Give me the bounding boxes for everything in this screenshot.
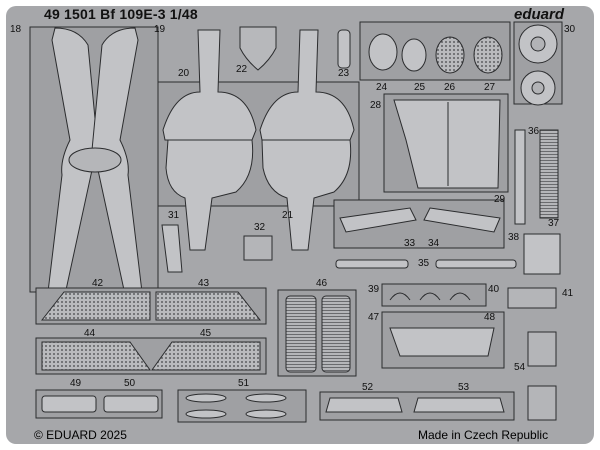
part-33 xyxy=(339,207,417,233)
part-label: 34 xyxy=(428,238,440,249)
copyright-text: © EDUARD 2025 xyxy=(34,428,127,442)
part-label: 40 xyxy=(488,284,500,295)
kit-title: 49 1501 Bf 109E-3 1/48 xyxy=(44,6,198,22)
part-39-40-frame xyxy=(381,283,487,307)
part-38 xyxy=(523,233,561,275)
part-35b xyxy=(435,259,517,269)
part-23 xyxy=(337,29,351,69)
part-42 xyxy=(40,291,151,321)
part-43 xyxy=(155,291,262,321)
part-label: 32 xyxy=(254,222,266,233)
part-45 xyxy=(151,341,261,371)
origin-text: Made in Czech Republic xyxy=(418,428,549,442)
part-label: 39 xyxy=(368,284,380,295)
part-label: 48 xyxy=(484,312,496,323)
part-label: 47 xyxy=(368,312,380,323)
part-label: 45 xyxy=(200,328,212,339)
part-47 xyxy=(389,327,495,357)
part-18-19-strap xyxy=(29,26,159,293)
part-label: 41 xyxy=(562,288,574,299)
part-label: 26 xyxy=(444,82,456,93)
part-label: 46 xyxy=(316,278,328,289)
part-label: 38 xyxy=(508,232,520,243)
part-label: 53 xyxy=(458,382,470,393)
part-label: 33 xyxy=(404,238,416,249)
part-54a xyxy=(527,331,557,367)
part-label: 29 xyxy=(494,194,506,205)
part-label: 52 xyxy=(362,382,374,393)
part-28 xyxy=(393,99,501,189)
part-label: 24 xyxy=(376,82,388,93)
part-label: 22 xyxy=(236,64,248,75)
part-22 xyxy=(239,26,277,71)
part-label: 37 xyxy=(548,218,560,229)
part-label: 28 xyxy=(370,100,382,111)
part-label: 31 xyxy=(168,210,180,221)
part-46b xyxy=(321,295,351,373)
part-36 xyxy=(514,129,526,225)
part-label: 23 xyxy=(338,68,350,79)
part-54b xyxy=(527,385,557,421)
part-34 xyxy=(423,207,501,233)
part-label: 42 xyxy=(92,278,104,289)
part-label: 36 xyxy=(528,126,540,137)
part-label: 35 xyxy=(418,258,430,269)
part-20-21-seat-panels xyxy=(157,29,360,251)
part-37 xyxy=(539,129,559,219)
part-label: 51 xyxy=(238,378,250,389)
part-31 xyxy=(161,224,183,273)
part-label: 30 xyxy=(564,24,576,35)
part-50 xyxy=(103,395,159,413)
part-label: 43 xyxy=(198,278,210,289)
part-label: 50 xyxy=(124,378,136,389)
part-46a xyxy=(285,295,317,373)
part-label: 20 xyxy=(178,68,190,79)
part-label: 49 xyxy=(70,378,82,389)
part-label: 19 xyxy=(154,24,166,35)
part-label: 25 xyxy=(414,82,426,93)
brand-logo: eduard xyxy=(514,6,565,23)
part-49 xyxy=(41,395,97,413)
part-53 xyxy=(413,397,505,413)
part-label: 44 xyxy=(84,328,96,339)
part-label: 18 xyxy=(10,24,22,35)
part-label: 54 xyxy=(514,362,526,373)
part-41 xyxy=(507,287,557,309)
part-32 xyxy=(243,235,273,261)
part-52 xyxy=(325,397,403,413)
part-35a xyxy=(335,259,409,269)
part-label: 27 xyxy=(484,82,496,93)
part-label: 21 xyxy=(282,210,294,221)
part-44 xyxy=(41,341,151,371)
